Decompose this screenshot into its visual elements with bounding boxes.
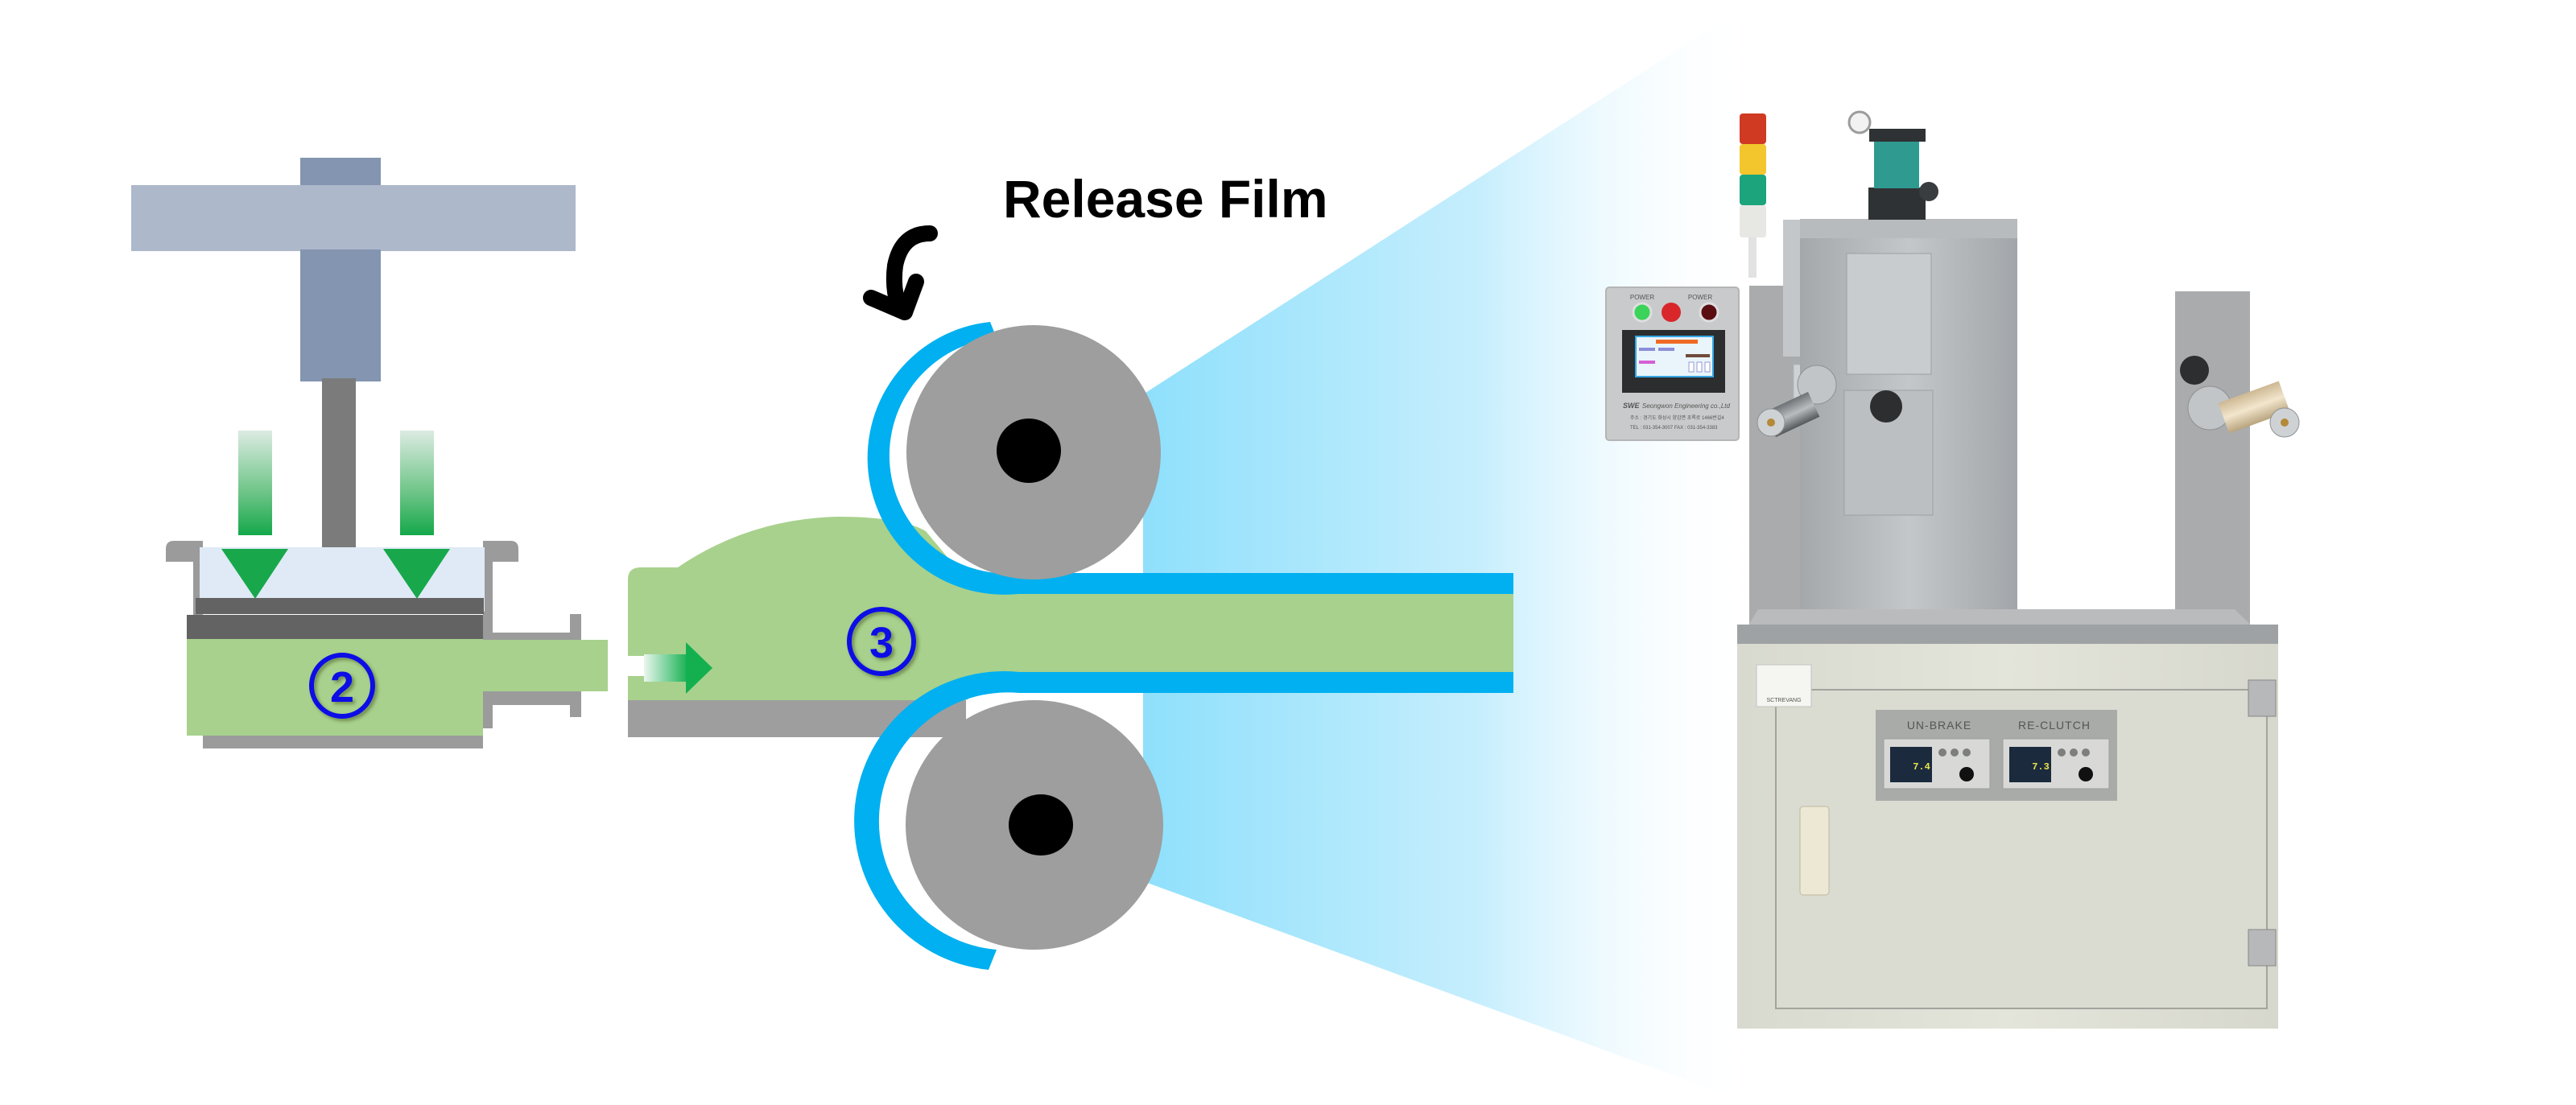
- hmi-gauge: [1704, 361, 1711, 373]
- press-plate: [187, 615, 483, 639]
- press-column: [300, 249, 381, 381]
- step-3-badge-ring: [847, 607, 916, 676]
- dial-indicator-icon: [1919, 182, 1938, 201]
- re-clutch-controller: 7.3: [2002, 738, 2110, 790]
- emergency-stop-button[interactable]: [1662, 303, 1681, 322]
- release-film-arrowhead-icon: [863, 274, 924, 320]
- press-assembly: 2: [131, 158, 608, 748]
- re-clutch-key[interactable]: [2058, 748, 2066, 757]
- press-crossbeam: [131, 185, 576, 251]
- right-side-plate: [2175, 291, 2250, 658]
- upper-roll-cover: [1846, 253, 1932, 375]
- re-clutch-display: [2009, 747, 2051, 782]
- panel-brand: SWE: [1623, 402, 1640, 410]
- un-brake-display: [1890, 747, 1932, 782]
- rewind-shaft: [2180, 356, 2300, 438]
- re-clutch-key[interactable]: [2082, 748, 2090, 757]
- door-handle[interactable]: [1799, 806, 1830, 896]
- hmi-title-bar: [1656, 340, 1698, 344]
- un-brake-key[interactable]: [1963, 748, 1971, 757]
- roll-press-machine: POWER POWER SWE Seongwon Engineering co.…: [1605, 110, 2300, 1029]
- table-edge: [1737, 625, 2278, 644]
- power-off-button[interactable]: [1699, 302, 1719, 323]
- step-2-badge-ring: [309, 653, 375, 719]
- cylinder-cap: [1869, 129, 1926, 142]
- hmi-gauge: [1696, 361, 1703, 373]
- hinge-upper: [2248, 679, 2277, 717]
- step-3-number: 3: [869, 619, 894, 667]
- un-brake-knob[interactable]: [1959, 767, 1974, 781]
- lower-roller-core: [1009, 794, 1073, 856]
- pressure-gauge-icon: [1847, 110, 1872, 134]
- feed-material: [628, 517, 1513, 704]
- upper-roller-core: [997, 418, 1061, 483]
- panel-company: Seongwon Engineering co.,Ltd: [1642, 402, 1731, 410]
- press-outlet-material: [483, 640, 608, 691]
- nameplate-brand: SCTREVANG: [1766, 698, 1801, 703]
- un-brake-label: UN-BRAKE: [1907, 719, 1971, 732]
- un-brake-key[interactable]: [1951, 748, 1959, 757]
- press-arrow-left-icon: [221, 431, 288, 599]
- unwind-shaft: [1757, 365, 1902, 438]
- panel-address: 주소 : 경기도 화성시 양감면 초록로 1466번길4: [1630, 414, 1724, 421]
- release-film-upper: [867, 322, 1513, 595]
- hmi-button: [1639, 348, 1655, 351]
- un-brake-reading: 7.4: [1913, 761, 1930, 773]
- hmi-button: [1639, 361, 1655, 364]
- un-brake-controller: 7.4: [1883, 738, 1991, 790]
- re-clutch-reading: 7.3: [2032, 761, 2050, 773]
- hinge-lower: [2248, 929, 2277, 967]
- nameplate: [1756, 664, 1812, 707]
- power-on-label: POWER: [1630, 294, 1654, 301]
- step-2-number: 2: [330, 663, 354, 711]
- cylinder-base: [1868, 188, 1926, 220]
- control-panel: POWER POWER SWE Seongwon Engineering co.…: [1605, 287, 1740, 441]
- panel-contact: TEL : 031-354-3007 FAX : 031-354-3383: [1630, 426, 1718, 431]
- press-arrow-right-icon: [383, 431, 450, 599]
- press-column-top: [300, 158, 381, 190]
- press-plate-upper: [196, 598, 484, 614]
- re-clutch-label: RE-CLUTCH: [2018, 719, 2091, 732]
- frame-top-plate: [1800, 219, 2017, 238]
- re-clutch-key[interactable]: [2070, 748, 2078, 757]
- cylinder-body: [1874, 138, 1919, 188]
- release-film-label: Release Film: [1003, 169, 1328, 229]
- tension-controller-panel: UN-BRAKE RE-CLUTCH 7.4 7.3: [1876, 710, 2117, 801]
- hmi-button: [1658, 348, 1674, 351]
- feed-arrow-icon: [644, 642, 712, 694]
- release-film-arrow-icon: [886, 225, 938, 318]
- hmi-gauge: [1688, 361, 1695, 373]
- zoom-beam: [1143, 0, 1755, 1105]
- signal-tower: [1740, 113, 1766, 278]
- hmi-button: [1686, 354, 1710, 357]
- power-off-label: POWER: [1688, 294, 1712, 301]
- re-clutch-knob[interactable]: [2079, 767, 2093, 781]
- un-brake-key[interactable]: [1938, 748, 1946, 757]
- release-film-lower: [854, 671, 1513, 970]
- power-on-button[interactable]: [1632, 302, 1653, 323]
- calender-assembly: 3 Release Film: [628, 169, 1513, 970]
